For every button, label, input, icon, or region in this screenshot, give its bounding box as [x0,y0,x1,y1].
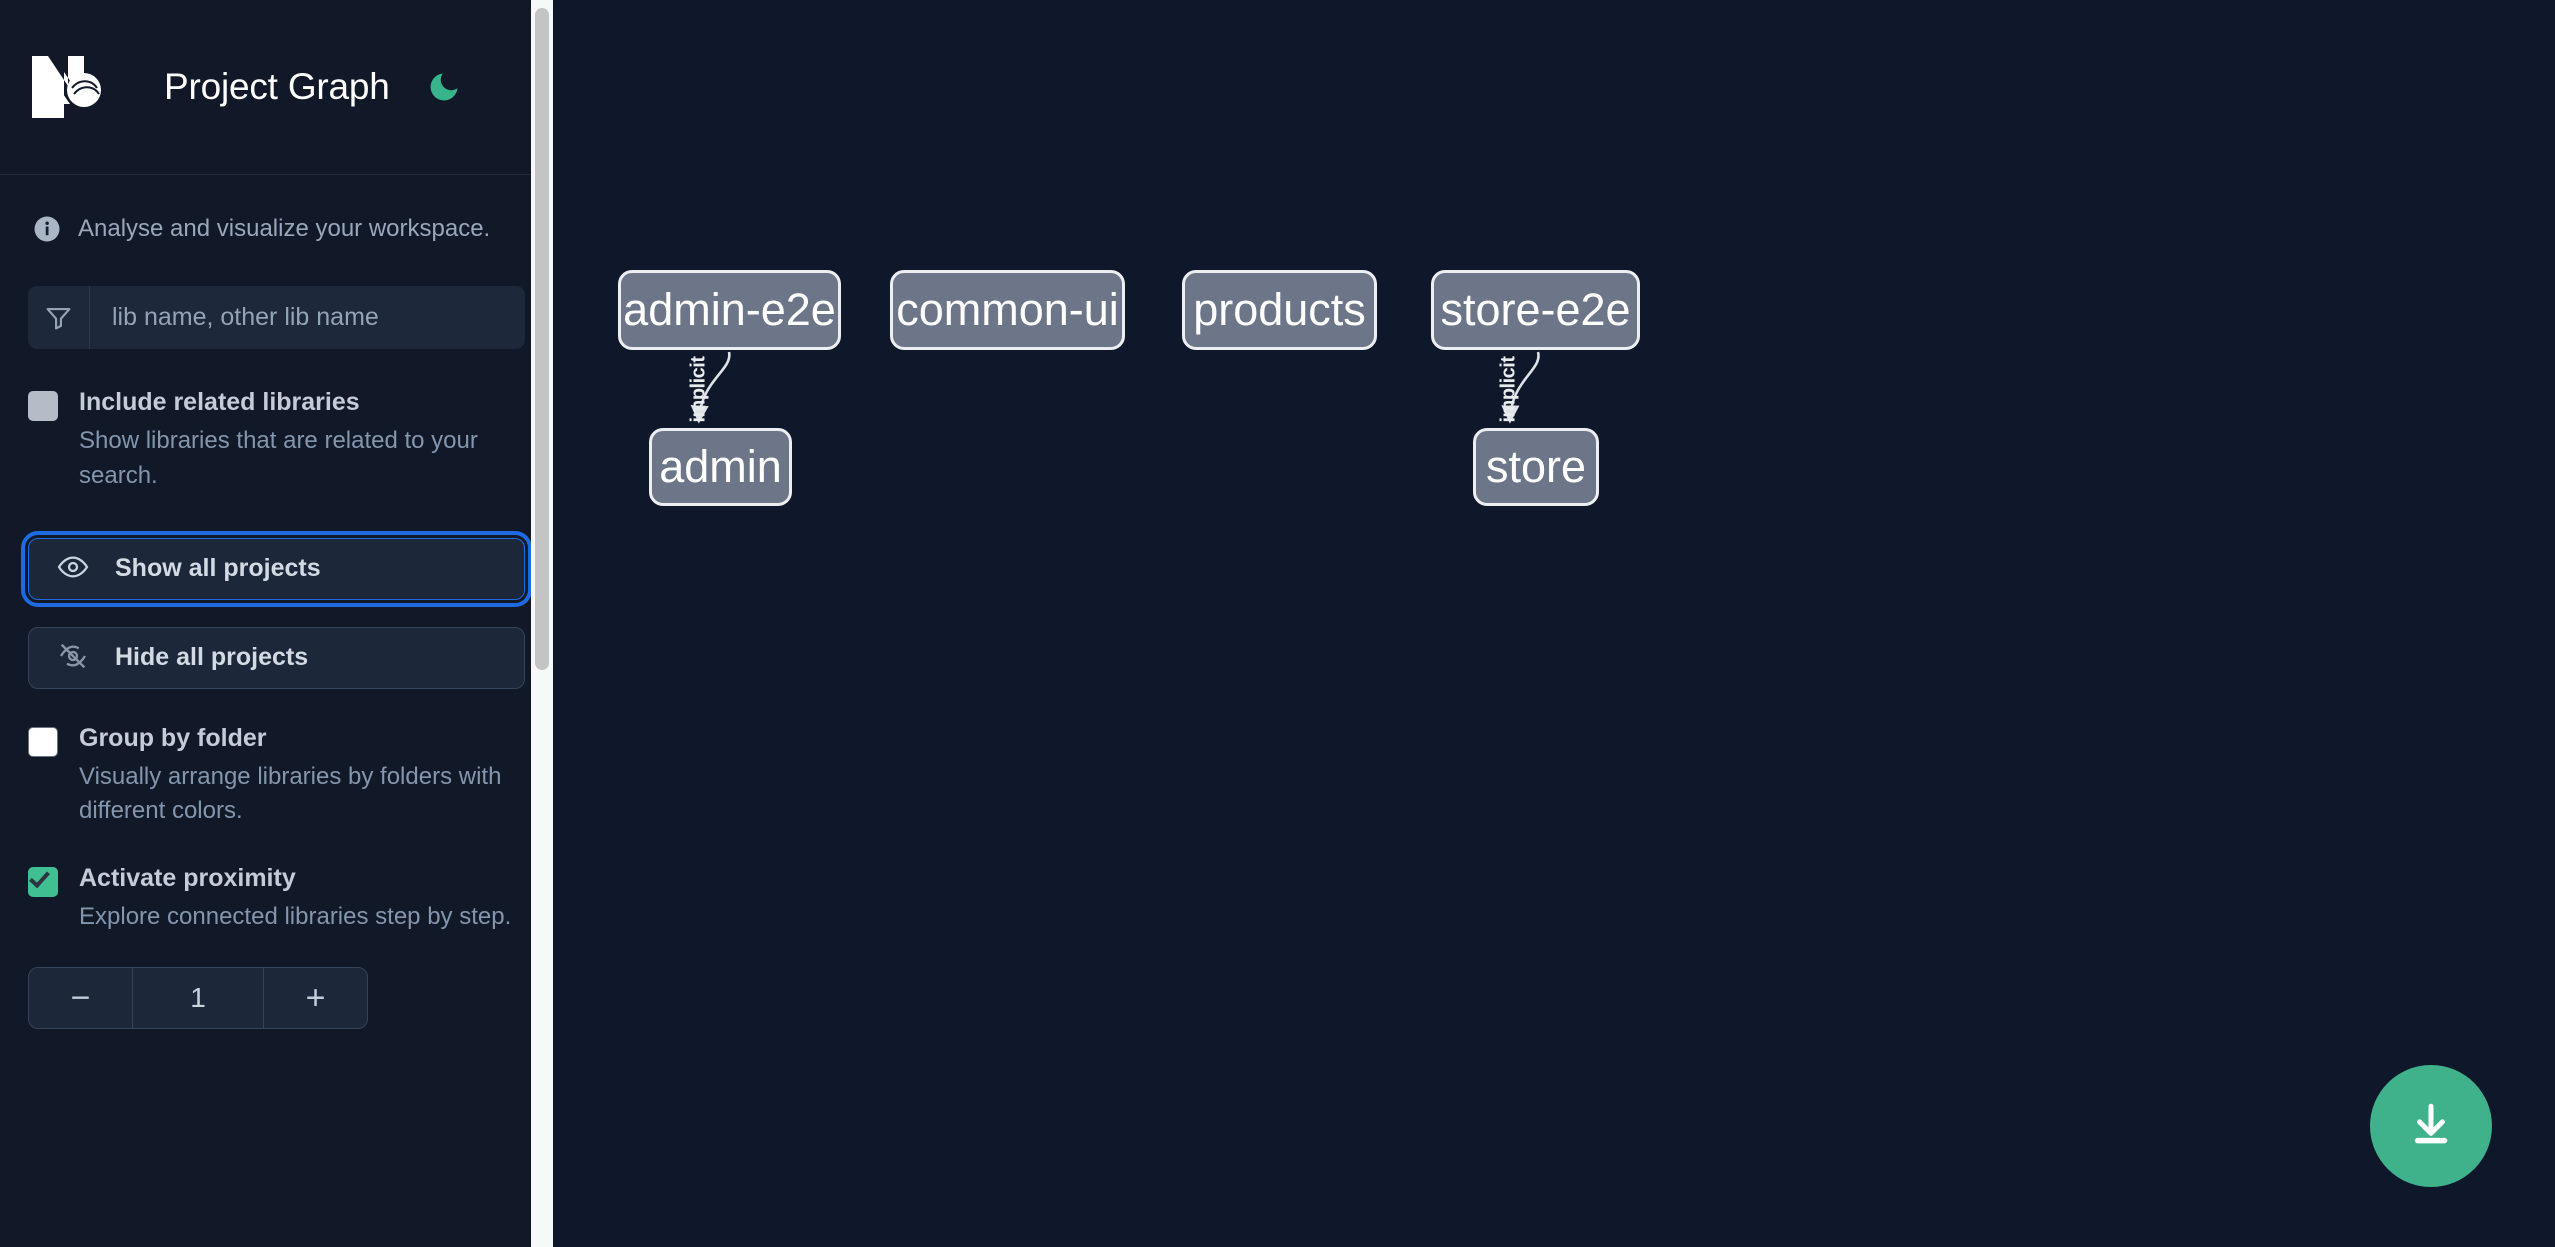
filter-row [0,244,553,349]
graph-node-admin[interactable]: admin [649,428,792,506]
moon-icon[interactable] [426,69,462,105]
stepper-increment-button[interactable]: + [263,967,367,1028]
sidebar-scrollbar-thumb[interactable] [535,8,549,670]
funnel-icon[interactable] [28,286,90,349]
checkmark-icon [29,866,50,889]
nx-logo [28,54,124,120]
stepper-decrement-button[interactable]: − [29,967,133,1028]
option-activate-proximity[interactable]: Activate proximity Explore connected lib… [0,863,553,935]
hide-all-projects-button[interactable]: Hide all projects [28,626,525,689]
graph-node-label: common-ui [896,284,1119,335]
stepper-value: 1 [190,981,206,1013]
edge-admin-e2e-to-admin [690,351,731,424]
sidebar: Project Graph Analyse and visualize your… [0,0,553,1247]
proximity-stepper-wrapper: − 1 + [0,966,553,1029]
sidebar-header: Project Graph [0,0,553,175]
graph-node-admin-e2e[interactable]: admin-e2e [618,270,841,350]
proximity-stepper[interactable]: − 1 + [28,966,368,1029]
option-label: Activate proximity [79,864,296,893]
graph-node-label: store [1485,441,1587,492]
graph-edges [690,351,1540,424]
option-description: Explore connected libraries step by step… [79,903,512,931]
graph-node-store[interactable]: store [1473,428,1599,506]
edge-label-store-implicit: implicit [1497,356,1520,423]
eye-off-icon [57,640,89,675]
graph-node-label: admin [659,441,782,492]
graph-node-label: admin-e2e [623,284,836,335]
graph-node-common-ui[interactable]: common-ui [890,270,1125,350]
sidebar-tagline: Analyse and visualize your workspace. [0,175,553,244]
option-label: Include related libraries [79,388,360,416]
graph-node-label: store-e2e [1440,284,1631,335]
option-group-by-folder[interactable]: Group by folder Visually arrange librari… [0,723,553,830]
project-graph-canvas[interactable]: admin-e2e common-ui products store-e2e a… [553,0,2555,1247]
show-all-projects-wrapper: Show all projects [0,530,553,607]
search-input[interactable] [90,286,525,349]
show-all-projects-label: Show all projects [115,554,321,583]
hide-all-projects-wrapper: Hide all projects [0,626,553,689]
hide-all-projects-label: Hide all projects [115,643,309,672]
info-icon [32,214,62,244]
graph-node-label: products [1193,284,1366,335]
activate-proximity-checkbox[interactable] [28,866,58,898]
graph-node-store-e2e[interactable]: store-e2e [1431,270,1640,350]
group-by-folder-checkbox[interactable] [28,726,58,757]
eye-icon [57,551,89,586]
option-description: Visually arrange libraries by folders wi… [79,762,502,825]
option-label: Group by folder [79,723,267,752]
option-description: Show libraries that are related to your … [79,427,478,489]
download-image-button[interactable] [2370,1065,2492,1187]
page-title: Project Graph [164,66,390,107]
edge-label-admin-implicit: implicit [687,356,710,423]
search-box[interactable] [28,286,525,349]
sidebar-scrollbar[interactable] [531,0,553,1247]
graph-node-products[interactable]: products [1182,270,1377,350]
include-related-libraries-checkbox[interactable] [28,391,58,421]
show-all-projects-button[interactable]: Show all projects [21,530,532,607]
edge-store-e2e-to-store [1501,351,1540,424]
download-icon [2406,1100,2456,1153]
sidebar-tagline-text: Analyse and visualize your workspace. [78,215,491,242]
option-include-related-libraries[interactable]: Include related libraries Show libraries… [0,387,553,494]
